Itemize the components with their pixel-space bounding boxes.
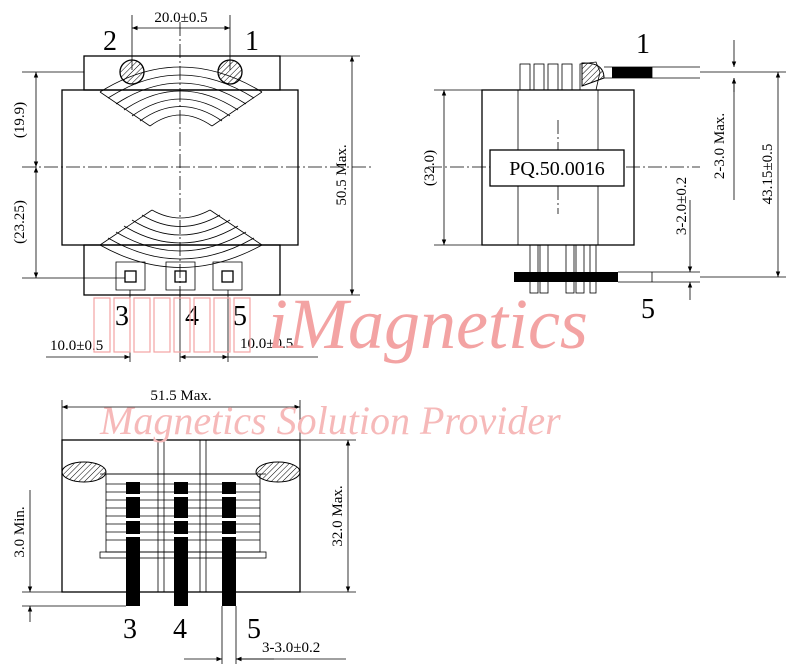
left-lead-exit xyxy=(61,461,107,483)
side-bottom-pin xyxy=(514,272,618,282)
side-top-pin xyxy=(612,67,652,78)
bottom-view: 51.5 Max. 32.0 Max. 3.0 Min. 3 4 5 3-3.0… xyxy=(12,388,356,664)
watermark-logo xyxy=(93,297,251,353)
dim-pitch-right: 10.0±0.5 xyxy=(240,336,293,352)
pin-label-1: 1 xyxy=(245,26,259,57)
upper-winding xyxy=(99,66,263,127)
dim-pin-length-bottom: 3-2.0±0.2 xyxy=(674,177,690,235)
dim-bottom-height: 32.0 Max. xyxy=(330,485,346,546)
pin-4-square xyxy=(174,270,187,283)
dim-pin-width: 3-3.0±0.2 xyxy=(262,640,320,656)
bottom-pin-label-4: 4 xyxy=(173,614,187,645)
watermark-brand: iMagnetics xyxy=(268,284,588,364)
side-top-pin-head xyxy=(581,62,605,87)
part-number: PQ.50.0016 xyxy=(509,158,605,180)
bottom-pin-5 xyxy=(222,482,236,606)
part-number-box xyxy=(489,149,625,187)
watermark: iMagnetics Magnetics Solution Provider xyxy=(93,284,588,443)
pin-label-4: 4 xyxy=(185,301,199,332)
pin-3-square xyxy=(124,270,137,283)
dim-pitch-left: 10.0±0.5 xyxy=(50,338,103,354)
lower-winding xyxy=(99,209,263,268)
right-lead-exit xyxy=(255,461,301,483)
dim-pin-pitch-top: 20.0±0.5 xyxy=(154,10,207,26)
top-flange xyxy=(83,55,281,91)
dim-standoff: 3.0 Min. xyxy=(12,506,28,557)
pin-label-5: 5 xyxy=(233,301,247,332)
pin-label-3: 3 xyxy=(115,301,129,332)
dim-core-width: (32.0) xyxy=(422,150,438,186)
dim-overall-width: 51.5 Max. xyxy=(150,388,211,404)
dim-pin-length-top: 2-3.0 Max. xyxy=(712,113,728,179)
side-pin-label-1: 1 xyxy=(636,29,650,60)
side-bottom-bobbin xyxy=(529,244,597,294)
front-view: 20.0±0.5 2 1 (19.9) (23.25) 50.5 Max. 3 … xyxy=(12,10,372,362)
dim-overall-height: 50.5 Max. xyxy=(334,144,350,205)
pin-label-2: 2 xyxy=(103,26,117,57)
bottom-pin-4 xyxy=(174,482,188,606)
watermark-tagline: Magnetics Solution Provider xyxy=(99,398,561,443)
dim-lower-half: (23.25) xyxy=(12,200,28,244)
side-view: 1 5 PQ.50.0016 (32.0) 2-3.0 Max. xyxy=(422,29,786,325)
pin-5-square xyxy=(221,270,234,283)
side-top-bobbin xyxy=(519,61,601,91)
bottom-flange xyxy=(83,244,281,296)
bottom-pin-label-3: 3 xyxy=(123,614,137,645)
dim-total-side: 43.15±0.5 xyxy=(760,144,776,205)
dim-upper-half: (19.9) xyxy=(12,102,28,138)
side-pin-label-5: 5 xyxy=(641,294,655,325)
bottom-pin-3 xyxy=(126,482,140,606)
bottom-pin-label-5: 5 xyxy=(247,614,261,645)
